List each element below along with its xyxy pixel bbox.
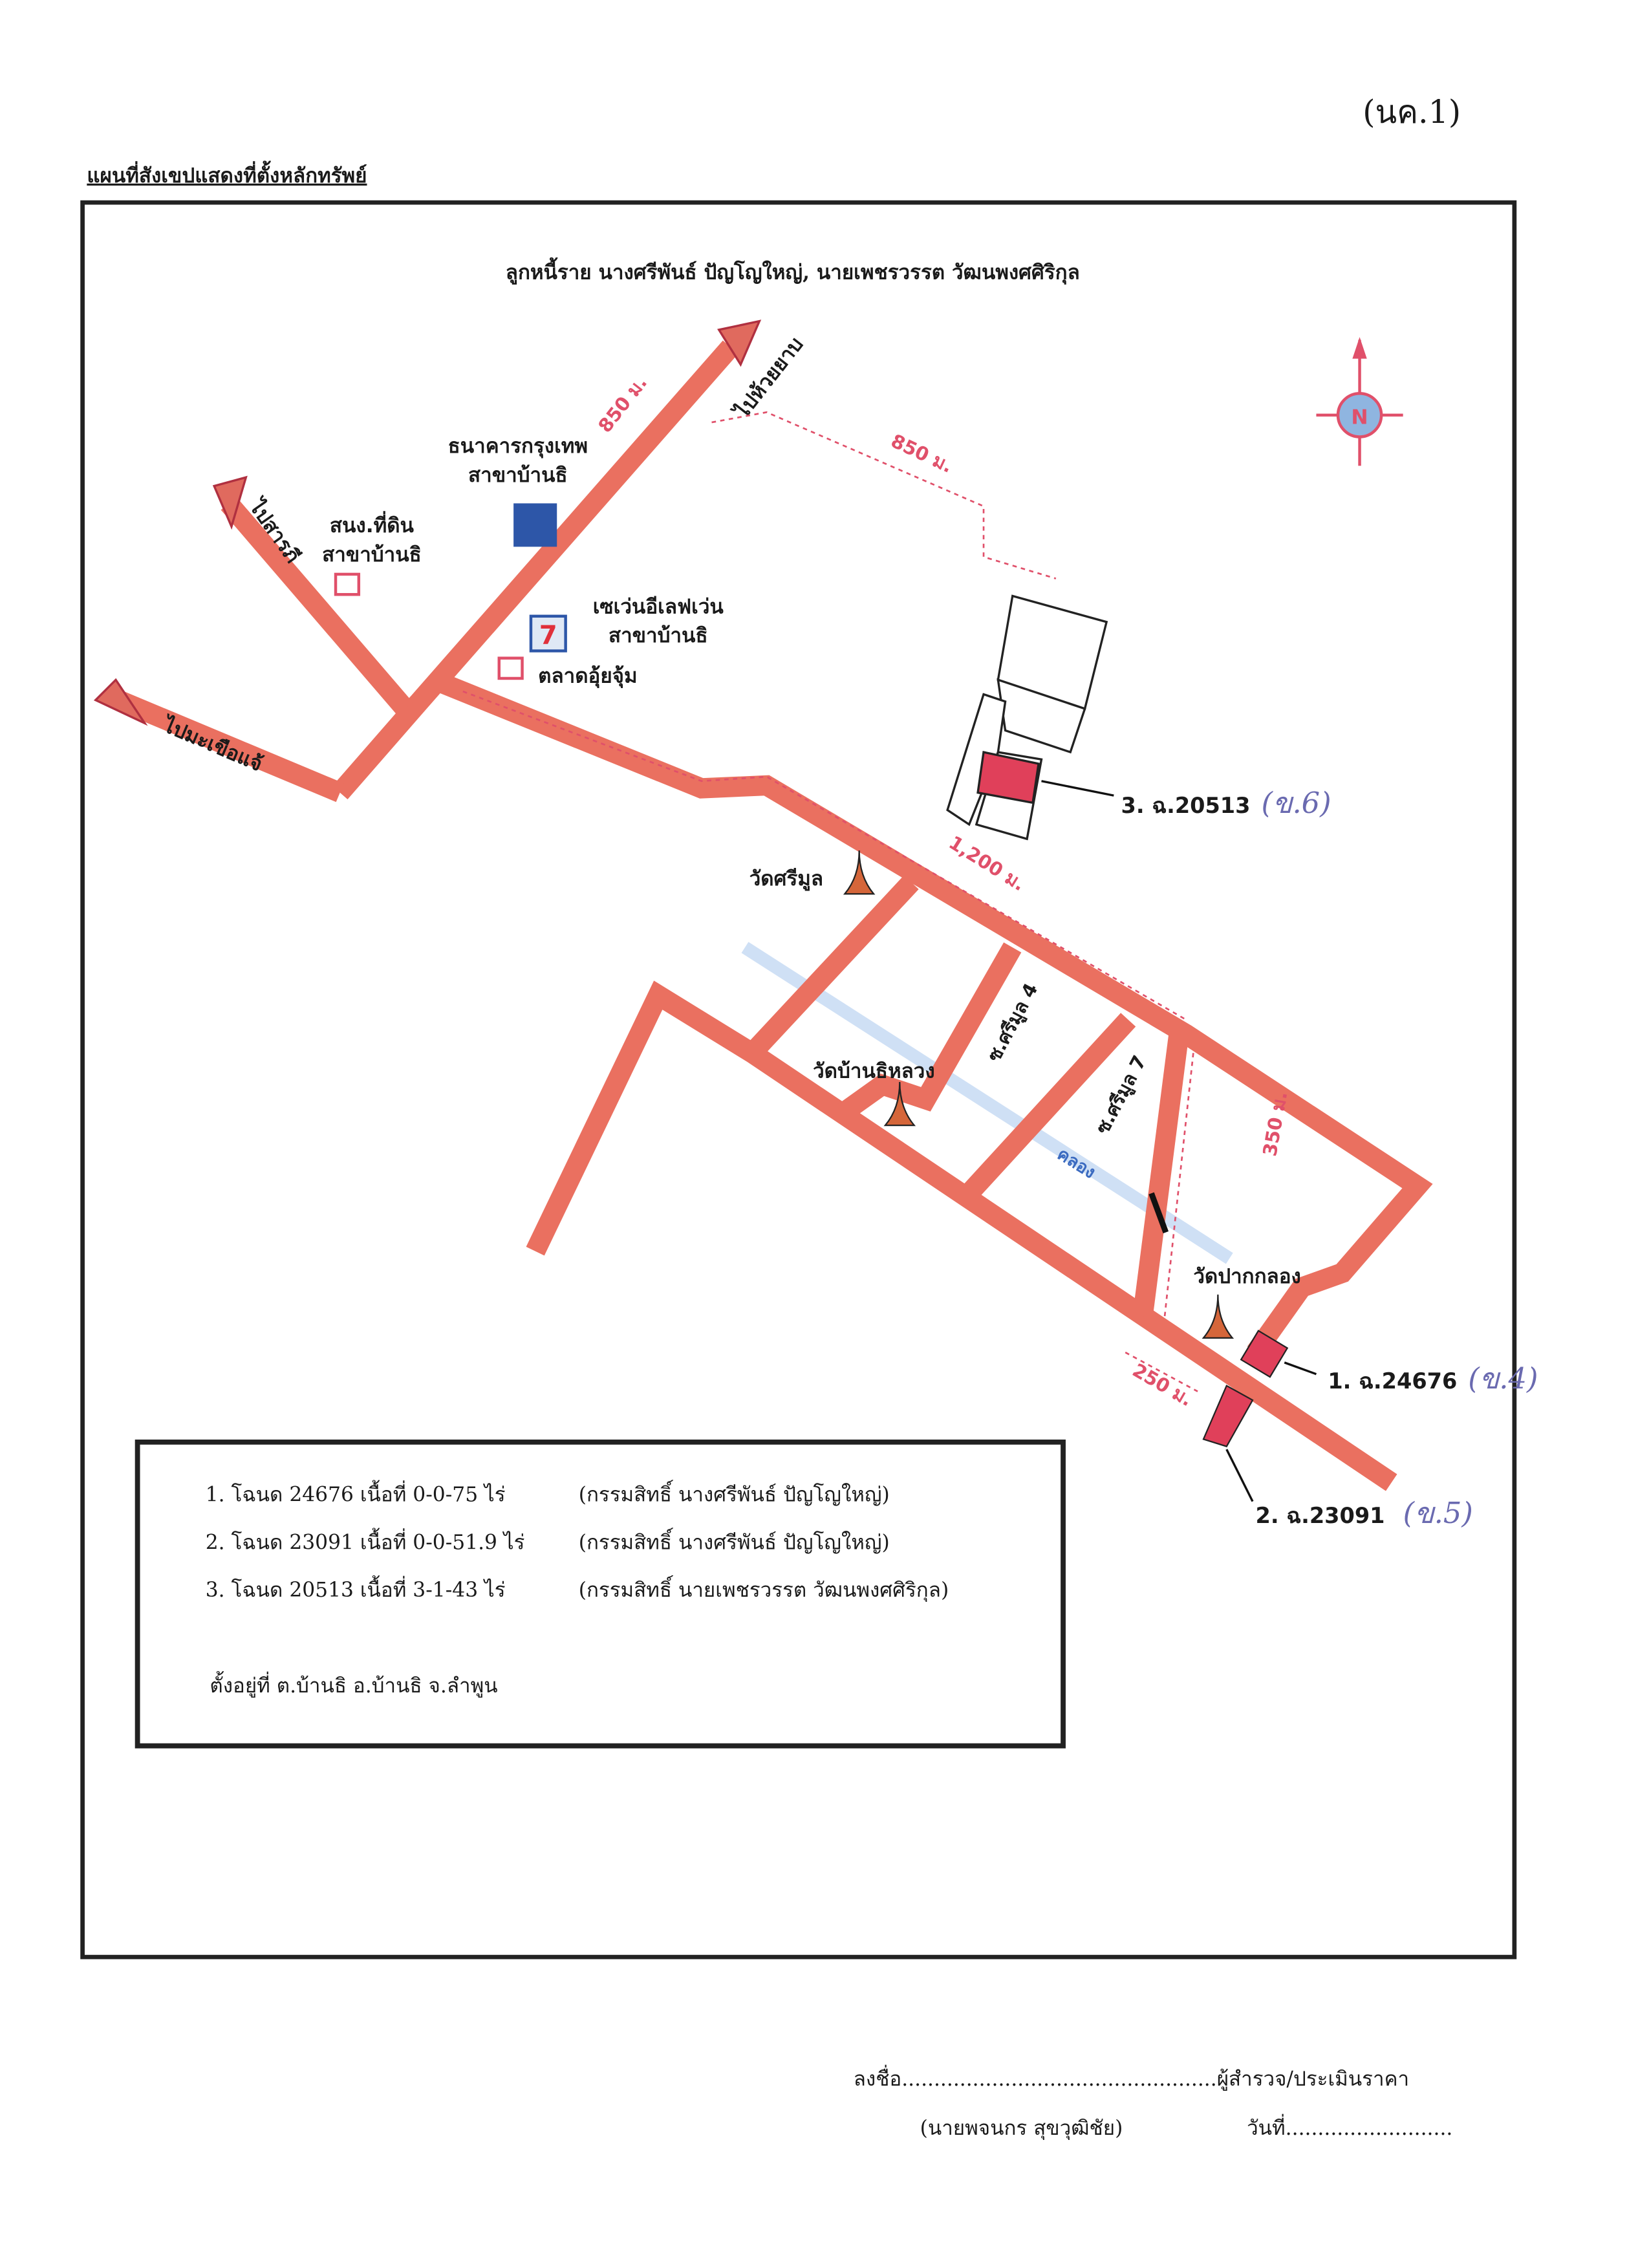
- svg-text:850 ม.: 850 ม.: [888, 429, 956, 477]
- temple-icon: [843, 850, 876, 895]
- svg-text:850 ม.: 850 ม.: [594, 372, 651, 437]
- land-office-label: สนง.ที่ดิน: [330, 511, 415, 537]
- seven-eleven-label: เซเว่นอีเลฟเว่น: [593, 595, 724, 618]
- wat-sri-mun-label: วัดศรีมูล: [749, 867, 823, 891]
- land-office-marker: [334, 572, 361, 596]
- parcel-1-note: (ข.4): [1468, 1361, 1538, 1396]
- debtor-line: ลูกหนี้ราย นางศรีพันธ์ ปัญโญใหญ่, นายเพช…: [506, 257, 1080, 285]
- parcel-3-note: (ข.6): [1261, 786, 1331, 820]
- parcel-3-plot: [946, 594, 1108, 841]
- svg-text:1. โฉนด 24676 เนื้อที่ 0-0-75: 1. โฉนด 24676 เนื้อที่ 0-0-75 ไร่: [206, 1480, 506, 1507]
- temple-icon: [1202, 1294, 1234, 1339]
- bank-logo-icon: [513, 503, 557, 547]
- svg-text:สาขาบ้านธิ: สาขาบ้านธิ: [322, 543, 422, 567]
- bridge: [1148, 1192, 1169, 1234]
- form-code: (นค.1): [1363, 93, 1461, 131]
- parcel-2-label: 2. ฉ.23091: [1256, 1503, 1385, 1528]
- svg-text:2. โฉนด 23091 เนื้อที่ 0-0-51.: 2. โฉนด 23091 เนื้อที่ 0-0-51.9 ไร่: [206, 1527, 525, 1554]
- north-arrow-icon: N: [1316, 337, 1403, 466]
- parcel-1-label: 1. ฉ.24676: [1328, 1368, 1457, 1394]
- market-label: ตลาดอุ้ยจุ้ม: [538, 665, 638, 689]
- legend-box: [135, 1439, 1066, 1749]
- svg-text:สาขาบ้านธิ: สาขาบ้านธิ: [609, 624, 708, 647]
- document-title: แผนที่สังเขปแสดงที่ตั้งหลักทรัพย์: [87, 160, 367, 188]
- map-frame: [80, 200, 1517, 1960]
- svg-text:ตั้งอยู่ที่ ต.บ้านธิ อ.บ้านธิ: ตั้งอยู่ที่ ต.บ้านธิ อ.บ้านธิ จ.ลำพูน: [210, 1670, 497, 1698]
- svg-text:1,200 ม.: 1,200 ม.: [945, 832, 1029, 896]
- signature-line: ลงชื่อ..................................…: [854, 2064, 1409, 2091]
- wat-pak-klong-label: วัดปากกลอง: [1193, 1265, 1301, 1288]
- parcel-1-plot: [1240, 1330, 1289, 1378]
- svg-text:(กรรมสิทธิ์ นางศรีพันธ์ ปัญโญใ: (กรรมสิทธิ์ นางศรีพันธ์ ปัญโญใหญ่): [579, 1480, 890, 1507]
- bank-label: ธนาคารกรุงเทพ: [448, 435, 588, 459]
- seven-eleven-logo-icon: [529, 614, 567, 653]
- parcel-2-note: (ข.5): [1403, 1496, 1473, 1530]
- parcel-2-plot: [1202, 1385, 1254, 1447]
- svg-text:3. โฉนด 20513 เนื้อที่ 3-1-43: 3. โฉนด 20513 เนื้อที่ 3-1-43 ไร่: [206, 1575, 506, 1602]
- market-marker: [497, 656, 524, 680]
- arrow-icon: [717, 319, 762, 367]
- wat-ban-thi-luang-label: วัดบ้านธิหลวง: [813, 1059, 934, 1083]
- svg-text:(กรรมสิทธิ์ นางศรีพันธ์ ปัญโญใ: (กรรมสิทธิ์ นางศรีพันธ์ ปัญโญใหญ่): [579, 1527, 890, 1554]
- svg-text:(กรรมสิทธิ์ นายเพชรวรรต วัฒนพง: (กรรมสิทธิ์ นายเพชรวรรต วัฒนพงศศิริกุล): [579, 1575, 949, 1603]
- date-line: วันที่..........................: [1247, 2113, 1452, 2140]
- svg-text:สาขาบ้านธิ: สาขาบ้านธิ: [468, 464, 568, 487]
- temple-icon: [883, 1081, 916, 1127]
- arrow-icon: [93, 678, 148, 726]
- svg-text:350 ม.: 350 ม.: [1258, 1090, 1291, 1158]
- arrow-icon: [212, 475, 248, 530]
- svg-text:250 ม.: 250 ม.: [1129, 1359, 1196, 1410]
- svg-text:N: N: [1351, 405, 1368, 429]
- svg-text:7: 7: [539, 620, 557, 650]
- surveyor-name: (นายพจนกร สุขวุฒิชัย): [920, 2117, 1123, 2141]
- roads: [93, 319, 1433, 1491]
- parcel-3-label: 3. ฉ.20513: [1121, 793, 1251, 818]
